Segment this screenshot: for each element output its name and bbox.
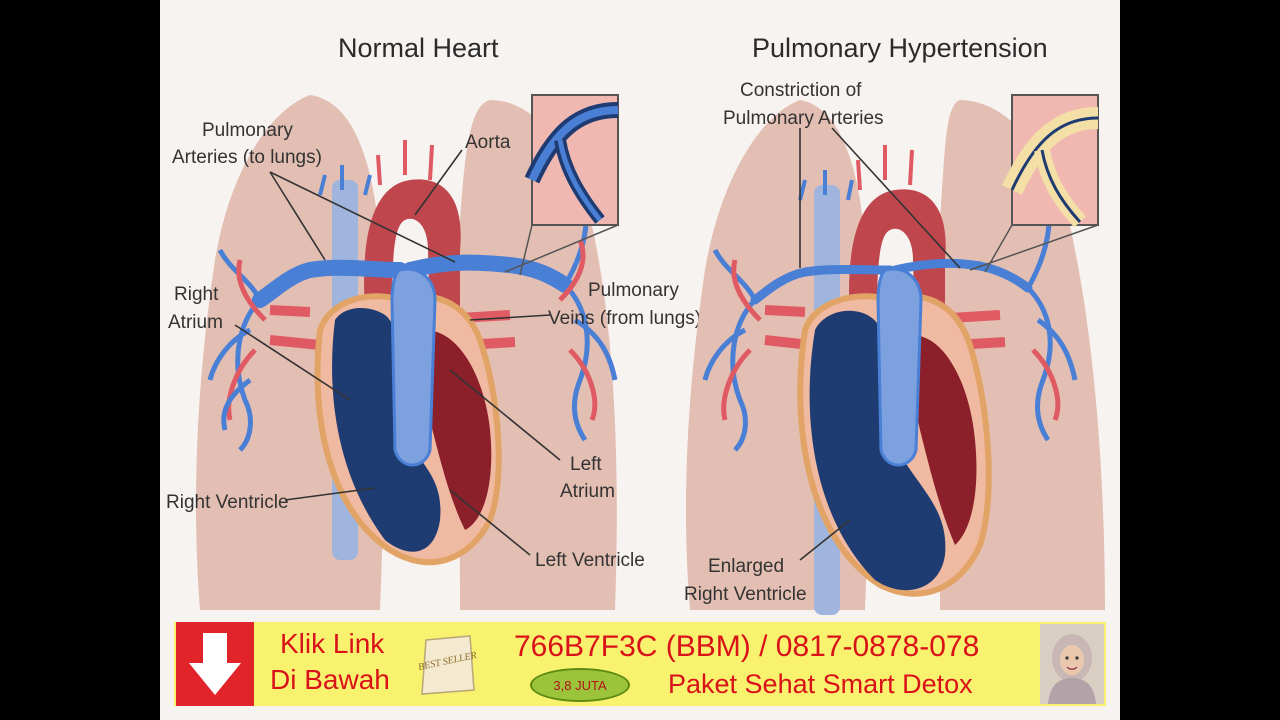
di-bawah-text[interactable]: Di Bawah <box>270 664 390 695</box>
flow-arrows-top-left <box>318 140 434 196</box>
label-left-ventricle: Left Ventricle <box>535 550 645 571</box>
pulmonary-artery-right <box>402 254 573 293</box>
artery-inset-ph <box>969 94 1099 273</box>
lung-vessels-left <box>207 248 321 452</box>
label-right-atrium-1: Right <box>174 284 219 305</box>
left-ventricle-normal <box>420 330 492 530</box>
label-left-atrium-1: Left <box>570 454 602 475</box>
label-enlarged-1: Enlarged <box>708 556 784 577</box>
lung-vessels-ph-left <box>702 248 811 452</box>
label-aorta: Aorta <box>465 132 511 153</box>
constricted-artery-left <box>750 265 895 305</box>
promo-banner[interactable]: Klik Link Di Bawah BEST SELLER 3,8 JUTA … <box>174 622 1106 706</box>
contact-text[interactable]: 766B7F3C (BBM) / 0817-0878-078 <box>514 630 980 663</box>
product-name-text[interactable]: Paket Sehat Smart Detox <box>668 669 973 699</box>
best-seller-badge-icon: BEST SELLER <box>418 635 478 695</box>
label-constriction-1: Constriction of <box>740 80 862 101</box>
down-arrow-button[interactable] <box>176 622 254 706</box>
left-atrium-normal <box>390 267 437 467</box>
label-left-atrium-2: Atrium <box>560 481 615 502</box>
label-right-atrium-2: Atrium <box>168 312 223 333</box>
label-enlarged-2: Right Ventricle <box>684 584 807 605</box>
label-pulmonary-arteries-2: Arteries (to lungs) <box>172 147 322 168</box>
normal-heart-panel: Normal Heart Pulmonary Arteries (to lung… <box>166 33 701 610</box>
normal-heart-title: Normal Heart <box>338 33 499 63</box>
sales-count-badge: 3,8 JUTA <box>530 668 630 702</box>
leader-lines-left <box>234 149 561 556</box>
down-arrow-icon <box>189 633 241 695</box>
leader-lines-right <box>799 127 961 561</box>
artery-inset-normal <box>504 94 619 276</box>
label-constriction-2: Pulmonary Arteries <box>723 108 884 129</box>
label-pulmonary-veins-2: Veins (from lungs) <box>548 308 701 329</box>
enlarged-right-ventricle <box>809 310 946 591</box>
heart-comparison-diagram: Normal Heart Pulmonary Arteries (to lung… <box>166 33 1105 615</box>
hypertension-heart-panel: Pulmonary Hypertension Constriction of P… <box>684 33 1105 615</box>
left-ventricle-ph <box>907 335 977 545</box>
pulmonary-hypertension-title: Pulmonary Hypertension <box>752 33 1048 63</box>
label-right-ventricle: Right Ventricle <box>166 492 289 513</box>
flow-arrows-top-right <box>798 145 914 201</box>
left-atrium-ph <box>876 267 923 467</box>
aorta <box>364 179 461 330</box>
klik-link-text[interactable]: Klik Link <box>280 628 385 659</box>
avatar <box>1040 624 1104 704</box>
pulmonary-artery-left <box>252 259 408 308</box>
person-avatar-icon <box>1040 624 1104 704</box>
label-pulmonary-arteries-1: Pulmonary <box>202 120 293 141</box>
diagram-canvas: Normal Heart Pulmonary Arteries (to lung… <box>160 0 1120 720</box>
label-pulmonary-veins-1: Pulmonary <box>588 280 679 301</box>
